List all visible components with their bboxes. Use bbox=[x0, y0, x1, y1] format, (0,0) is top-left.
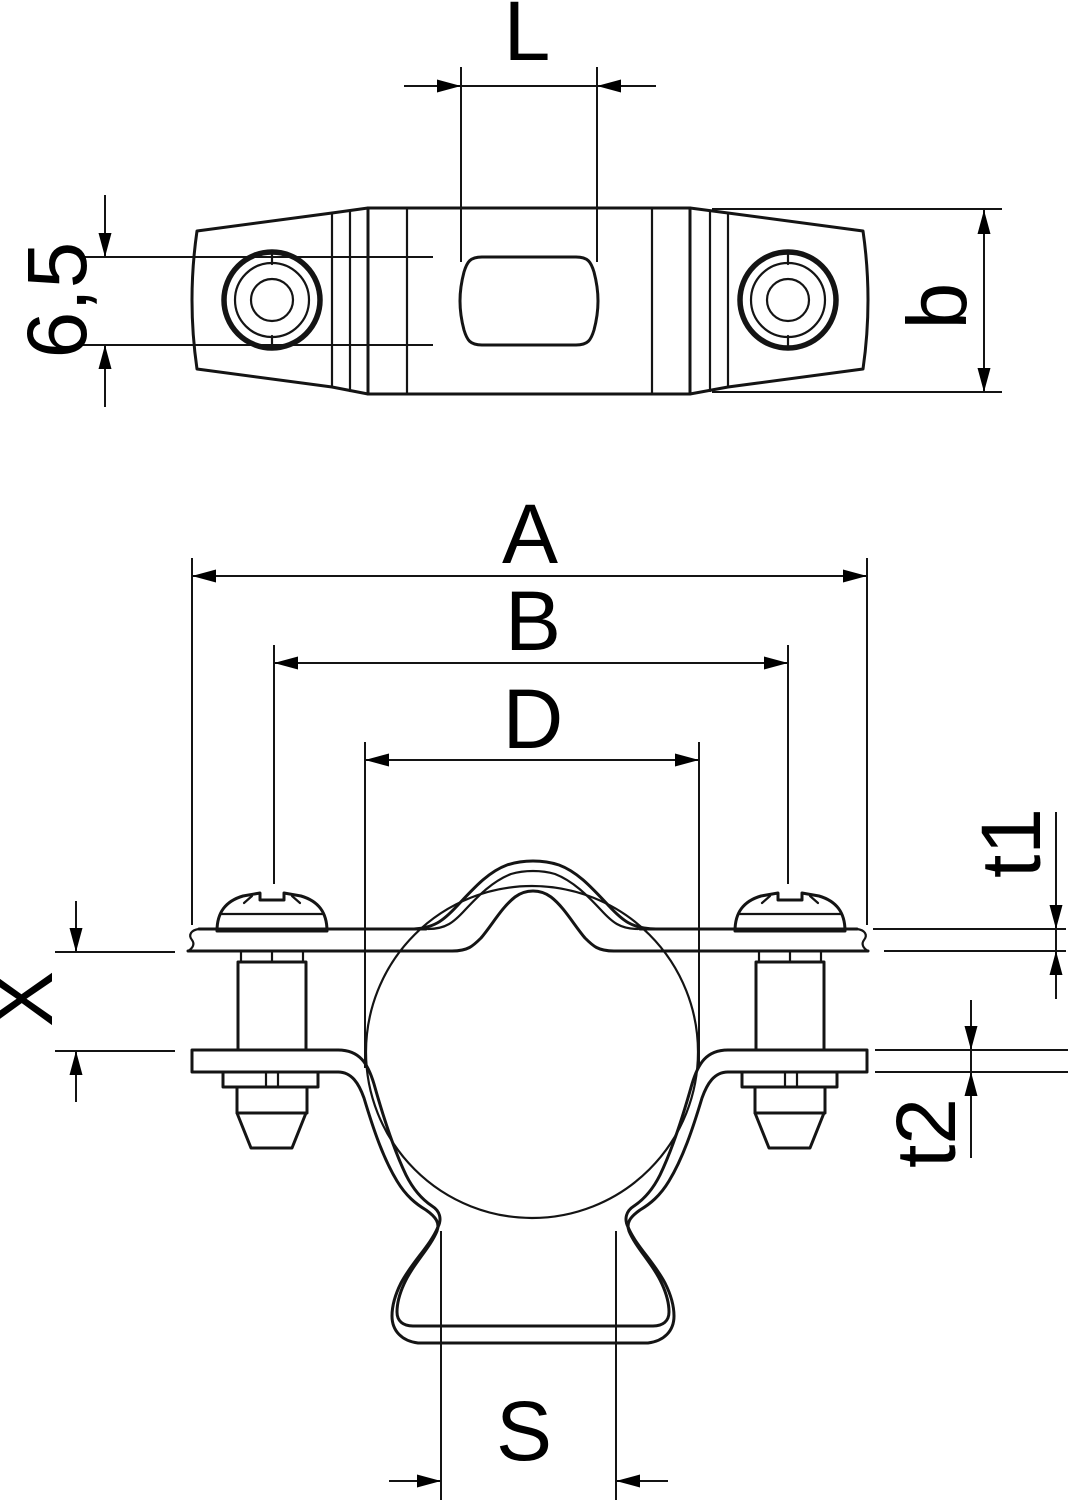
dim-label-L: L bbox=[504, 0, 551, 78]
dimension-D: D bbox=[364, 672, 700, 1068]
arrowhead bbox=[843, 569, 867, 583]
dim-label-hole: 6,5 bbox=[10, 242, 104, 359]
dimension-hole: 6,5 bbox=[10, 195, 433, 407]
dim-label-b: b bbox=[890, 283, 984, 330]
screw-head bbox=[215, 891, 329, 933]
dimension-B: B bbox=[273, 574, 789, 884]
strap-outer-arch bbox=[408, 859, 658, 931]
left-hole-mid bbox=[233, 261, 311, 339]
arrowhead bbox=[675, 753, 699, 767]
lower-flange-right bbox=[726, 1048, 869, 1074]
foot-inner bbox=[336, 1070, 730, 1328]
nut bbox=[221, 1070, 320, 1089]
right-plate-top bbox=[688, 206, 870, 396]
center-slot bbox=[458, 255, 600, 347]
pipe-circle bbox=[364, 884, 700, 1220]
right-plate-outline bbox=[688, 206, 870, 396]
arrowhead bbox=[964, 1072, 978, 1096]
arrowhead bbox=[69, 1051, 83, 1075]
lower-flanges bbox=[190, 1048, 869, 1074]
dimension-b: b bbox=[712, 208, 1002, 393]
strap-outer-arch2 bbox=[426, 869, 640, 931]
screw-shank bbox=[236, 960, 308, 1052]
arrowhead bbox=[597, 79, 621, 93]
dimension-X: X bbox=[0, 901, 175, 1102]
dim-label-X: X bbox=[0, 971, 70, 1027]
arrowhead bbox=[98, 345, 112, 369]
phillips-wing bbox=[808, 894, 820, 905]
right-screw bbox=[733, 891, 847, 1150]
dimension-A: A bbox=[191, 487, 868, 925]
flange-end-curl-right bbox=[855, 927, 870, 953]
arrowhead bbox=[977, 368, 991, 392]
arrowhead bbox=[1049, 951, 1063, 975]
dim-label-A: A bbox=[502, 487, 558, 581]
dim-label-S: S bbox=[496, 1384, 552, 1478]
mounting-foot bbox=[336, 1048, 730, 1345]
left-plate-top bbox=[190, 206, 370, 396]
dim-label-B: B bbox=[505, 574, 561, 668]
lower-flange-left bbox=[190, 1048, 340, 1074]
strap-inner-line bbox=[186, 889, 870, 953]
screw-head bbox=[733, 891, 847, 933]
arrowhead bbox=[98, 233, 112, 257]
plug-tip bbox=[753, 1111, 826, 1150]
arrowhead bbox=[764, 656, 788, 670]
flange-end-curl-left bbox=[186, 927, 201, 953]
arrowhead bbox=[977, 210, 991, 234]
body-outline bbox=[366, 206, 692, 396]
arrowhead bbox=[964, 1026, 978, 1050]
arrowhead bbox=[417, 1474, 441, 1488]
dim-label-t1: t1 bbox=[964, 808, 1058, 878]
nut bbox=[740, 1070, 839, 1089]
arrowhead bbox=[192, 569, 216, 583]
right-hole-outer bbox=[737, 249, 839, 351]
top-view: L 6,5 b bbox=[10, 0, 1002, 407]
upper-strap bbox=[186, 859, 870, 953]
dimension-S: S bbox=[389, 1231, 668, 1500]
arrowhead bbox=[69, 928, 83, 952]
dimension-L: L bbox=[404, 0, 656, 262]
dimension-t2: t2 bbox=[875, 1000, 1068, 1168]
screw-shank bbox=[754, 960, 826, 1052]
left-hole-inner bbox=[249, 277, 295, 323]
phillips-wing bbox=[242, 894, 254, 905]
right-hole-inner bbox=[765, 277, 811, 323]
arrowhead bbox=[616, 1474, 640, 1488]
dim-label-t2: t2 bbox=[879, 1098, 973, 1168]
left-screw bbox=[215, 891, 329, 1150]
plug-tip bbox=[235, 1111, 308, 1150]
arrowhead bbox=[274, 656, 298, 670]
clamp-body-top bbox=[366, 206, 692, 396]
left-hole-outer bbox=[221, 249, 323, 351]
plug-body bbox=[753, 1085, 827, 1115]
dimension-t1: t1 bbox=[873, 808, 1066, 999]
plug-body bbox=[235, 1085, 309, 1115]
arrowhead bbox=[365, 753, 389, 767]
phillips-wing bbox=[290, 894, 302, 905]
left-plate-outline bbox=[190, 206, 370, 396]
arrowhead bbox=[1049, 905, 1063, 929]
front-view: A B D t1 bbox=[0, 487, 1068, 1500]
arrowhead bbox=[437, 79, 461, 93]
phillips-wing bbox=[760, 894, 772, 905]
dim-label-D: D bbox=[503, 672, 564, 766]
foot-outer bbox=[336, 1048, 730, 1345]
right-hole-mid bbox=[749, 261, 827, 339]
